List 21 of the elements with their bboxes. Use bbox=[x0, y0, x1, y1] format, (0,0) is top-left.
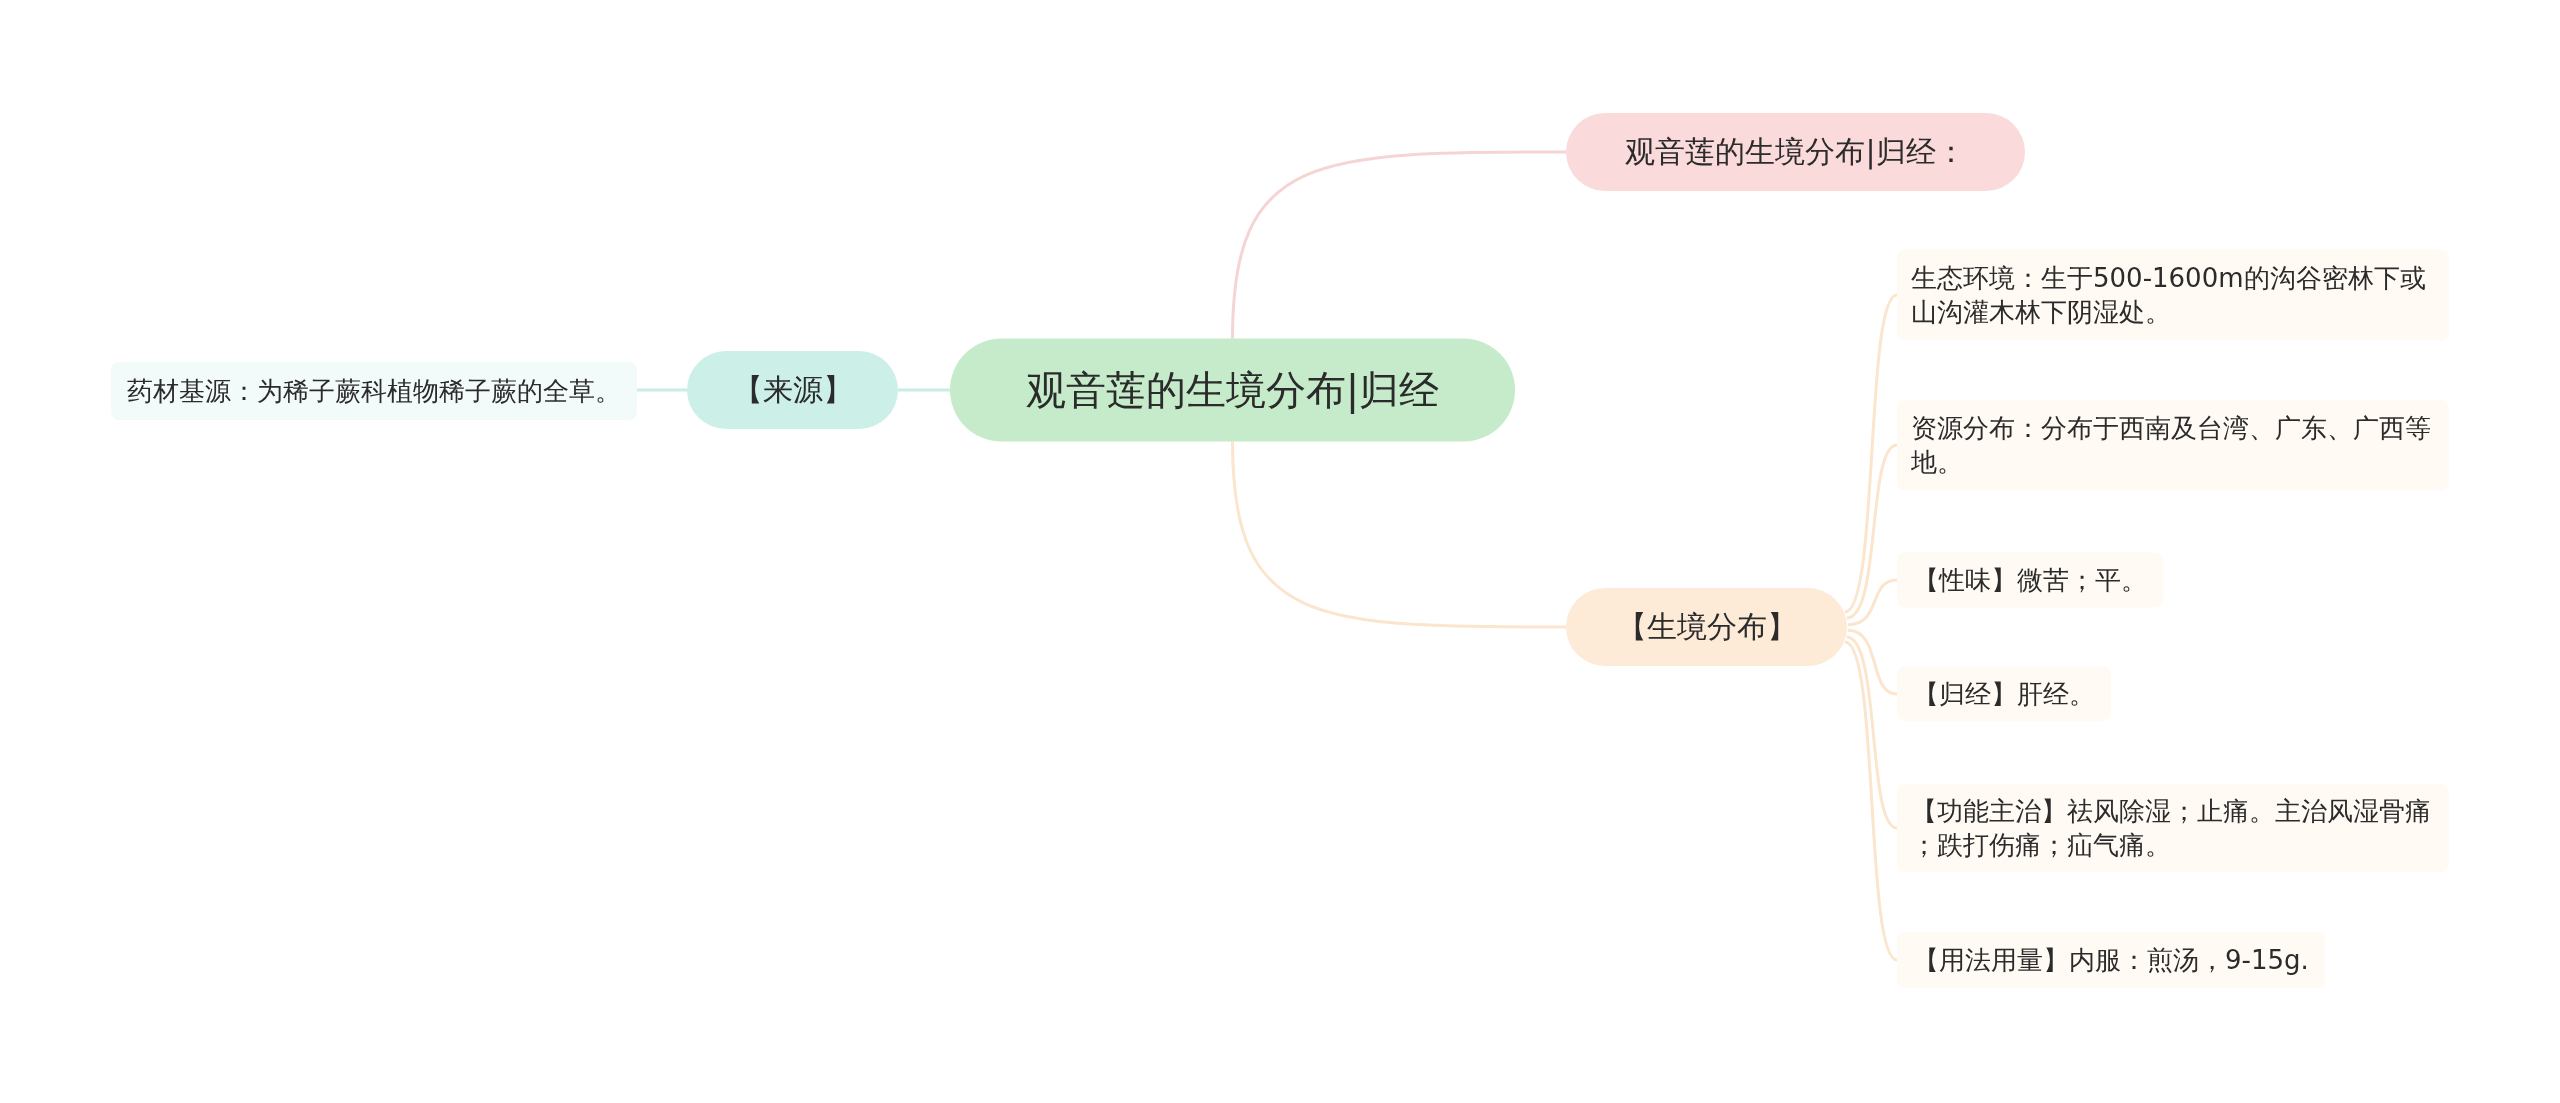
note-card: 资源分布：分布于西南及台湾、广东、广西等地。 bbox=[1897, 399, 2449, 491]
topic-pill: 【生境分布】 bbox=[1566, 588, 1847, 666]
note-card: 【归经】肝经。 bbox=[1897, 666, 2111, 722]
branch-line bbox=[1231, 441, 1566, 629]
note-card: 【功能主治】祛风除湿；止痛。主治风湿骨痛；跌打伤痛；疝气痛。 bbox=[1897, 783, 2449, 873]
branch-line bbox=[898, 388, 950, 392]
note-card: 【用法用量】内服：煎汤，9-15g. bbox=[1897, 931, 2325, 989]
branch-line bbox=[1844, 640, 1898, 962]
branch-line bbox=[1231, 150, 1566, 339]
topic-pill: 观音莲的生境分布|归经： bbox=[1566, 113, 2025, 191]
branch-line bbox=[1846, 635, 1898, 830]
branch-line bbox=[1847, 578, 1898, 627]
note-card: 【性味】微苦；平。 bbox=[1897, 552, 2163, 608]
branch-line bbox=[637, 388, 687, 392]
note-card: 药材基源：为稀子蕨科植物稀子蕨的全草。 bbox=[111, 362, 637, 420]
note-card: 生态环境：生于500-1600m的沟谷密林下或山沟灌木林下阴湿处。 bbox=[1897, 249, 2449, 341]
branch-line bbox=[1847, 628, 1898, 696]
branch-line bbox=[1844, 293, 1898, 614]
branch-line bbox=[1846, 443, 1898, 620]
central-topic: 观音莲的生境分布|归经 bbox=[950, 338, 1515, 442]
topic-pill: 【来源】 bbox=[687, 351, 898, 429]
